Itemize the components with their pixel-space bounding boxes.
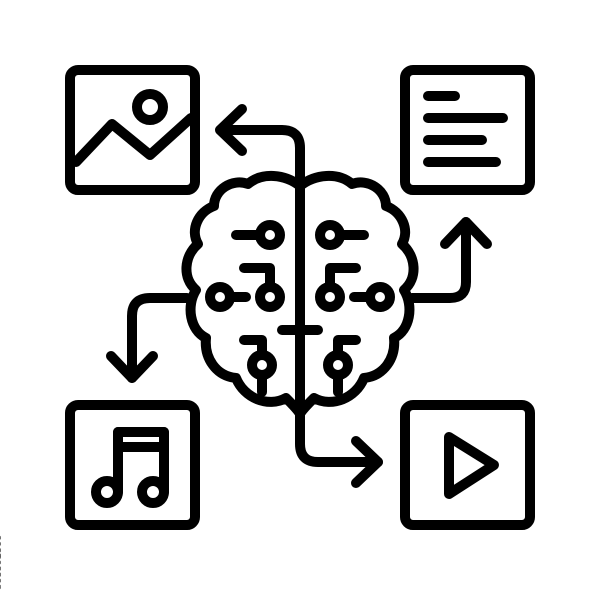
brain-circuit-icon [181, 171, 419, 419]
arrow-to-music-icon [106, 293, 192, 383]
arrow-to-image-icon [215, 104, 305, 335]
music-icon [65, 400, 200, 530]
arrow-to-document-icon [407, 217, 492, 303]
document-icon [400, 65, 535, 195]
stock-id-text: 863301566 [0, 534, 4, 590]
stock-id-watermark: 863301566 [0, 470, 18, 590]
arrow-to-video-icon [295, 325, 383, 488]
image-icon [65, 65, 200, 195]
video-play-icon [400, 400, 535, 530]
